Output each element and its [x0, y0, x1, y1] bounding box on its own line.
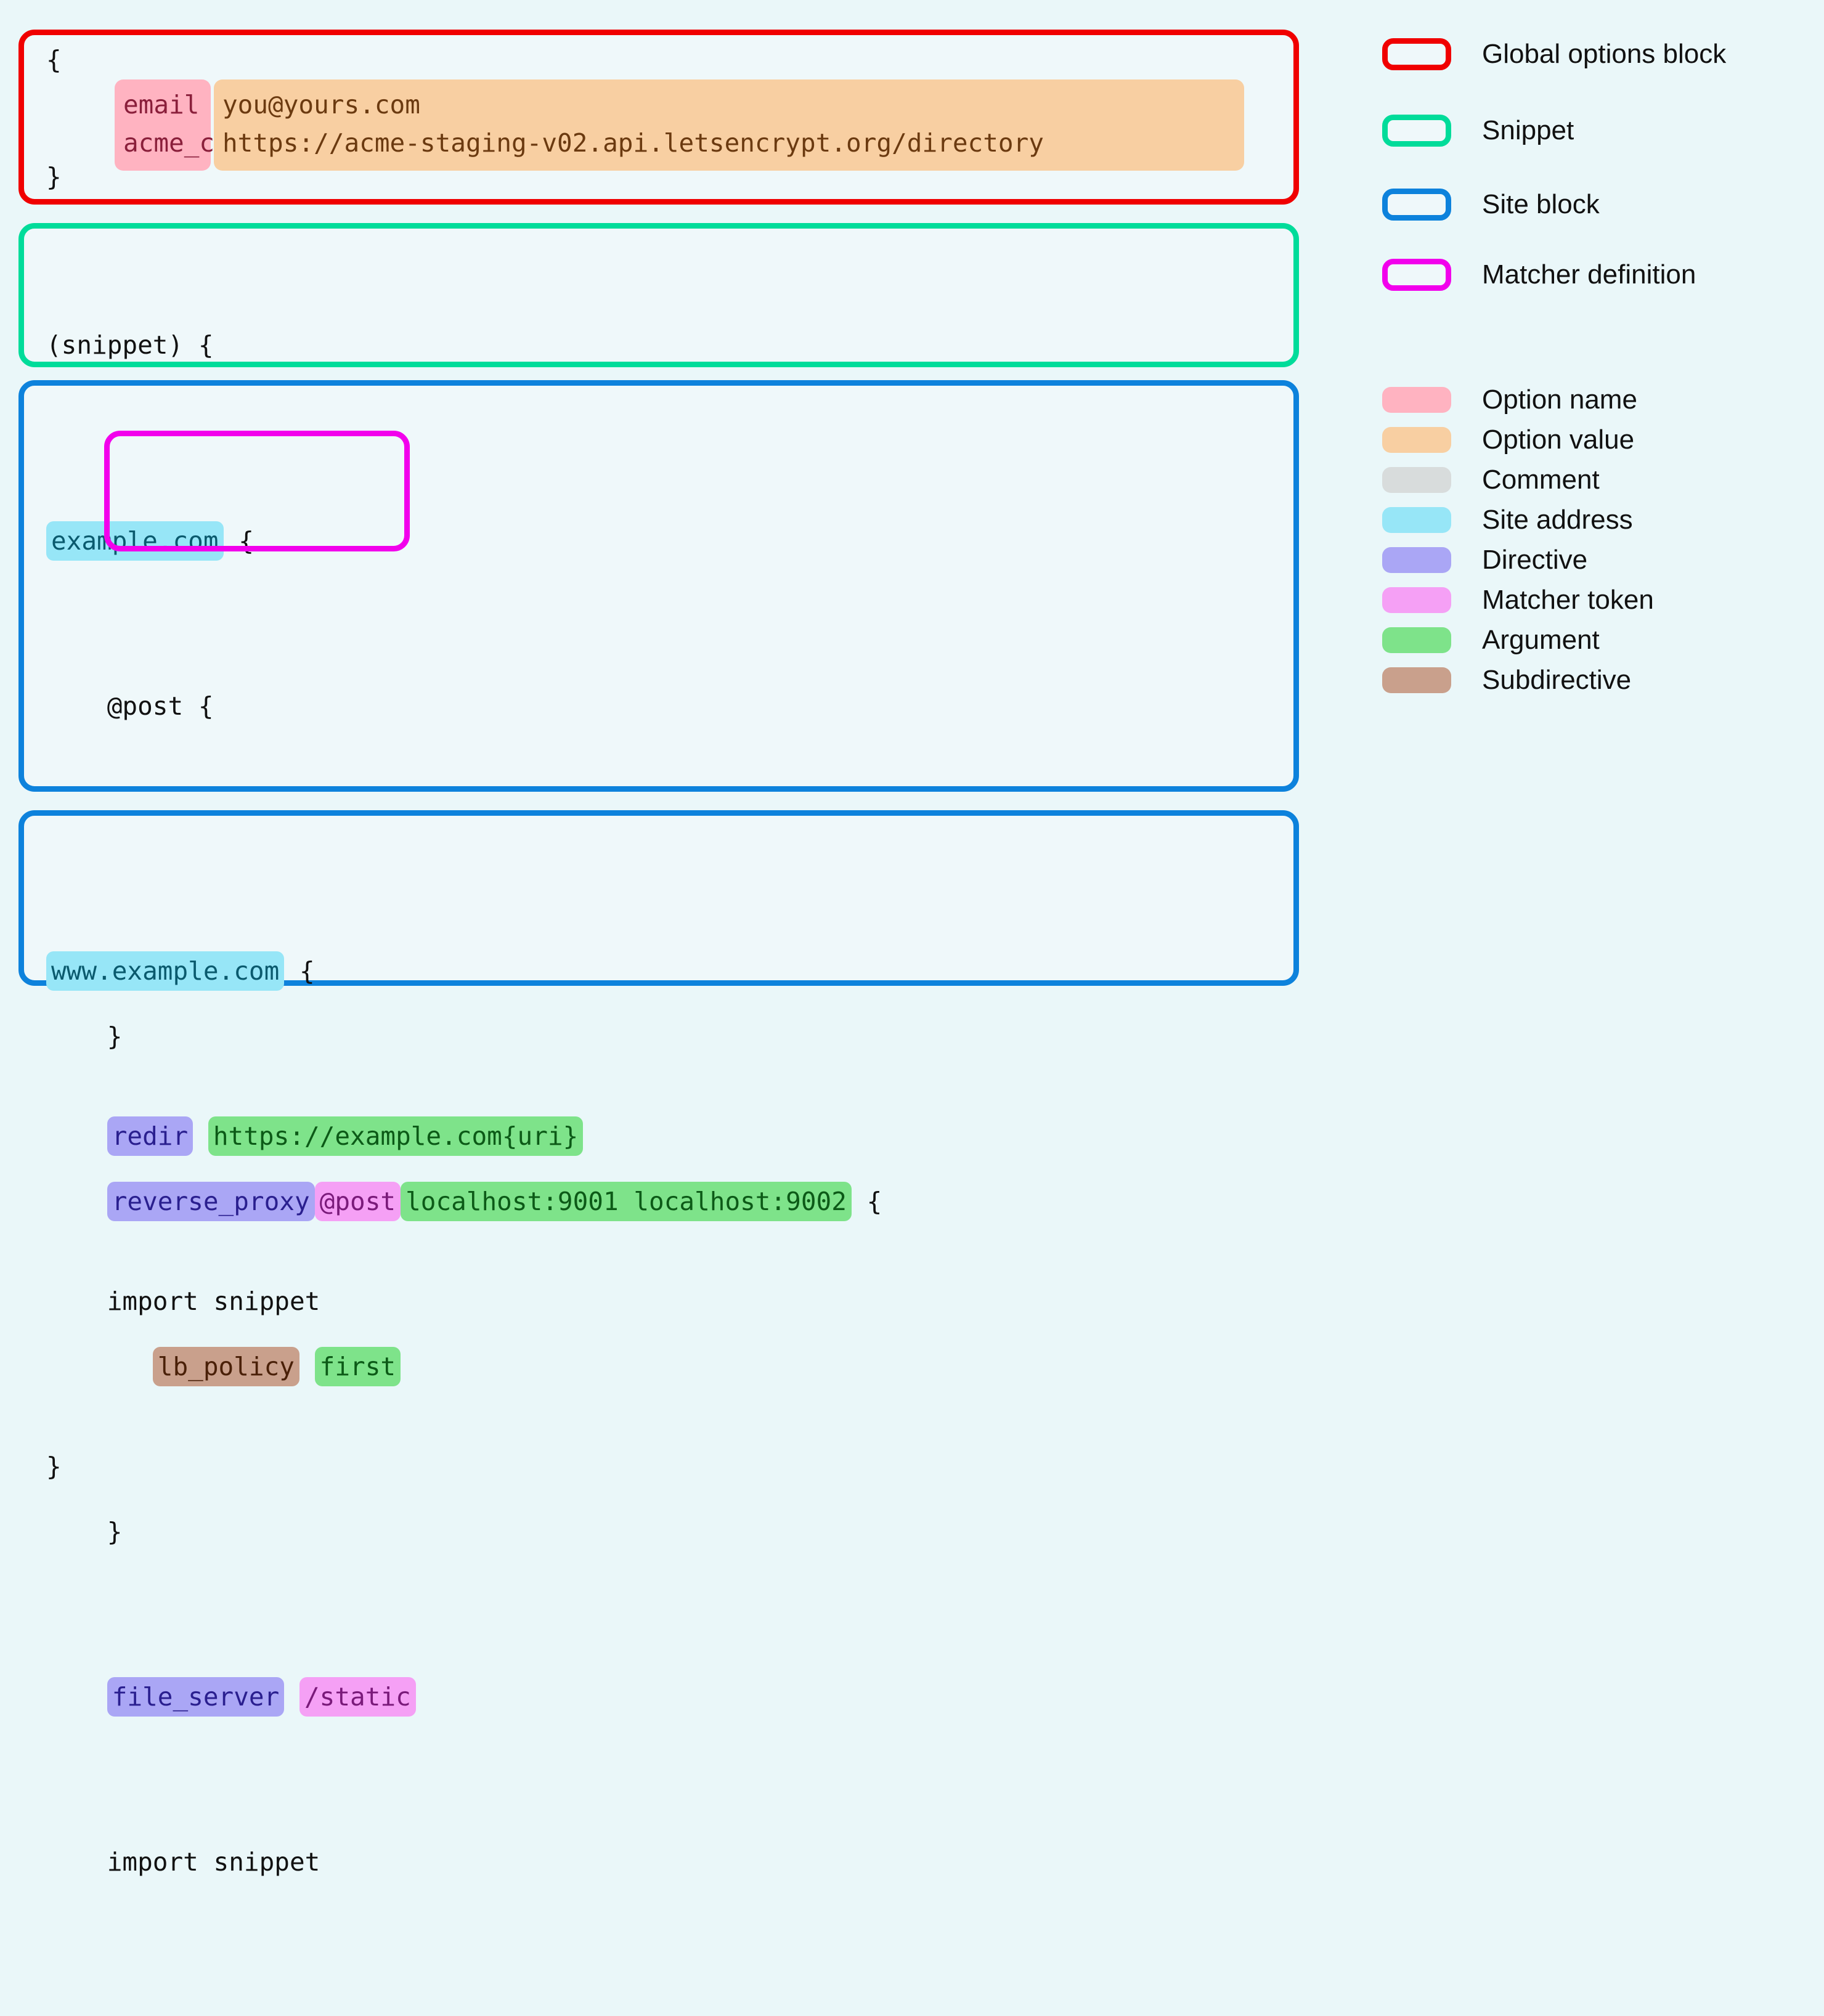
legend-row-snippet: Snippet [1382, 115, 1574, 147]
matcher-header: @post { [107, 691, 214, 721]
option-value-group: you@yours.com https://acme-staging-v02.a… [214, 79, 1244, 171]
legend-row-directive: Directive [1382, 545, 1587, 575]
site-close-brace-2: } [46, 1452, 62, 1481]
legend-label-comment: Comment [1482, 465, 1600, 495]
legend-label-argument: Argument [1482, 625, 1600, 655]
snippet-header: (snippet) { [46, 330, 214, 360]
global-options-block: { email acme_ca you@yours.com https://ac… [18, 30, 1299, 205]
matcher-definition-block [104, 431, 410, 551]
option-value-email: you@yours.com [222, 90, 420, 120]
site-block-www-example-com: www.example.com { redir https://example.… [18, 810, 1299, 1481]
legend-swatch-comment-icon [1382, 467, 1451, 493]
legend-outline-red-icon [1382, 38, 1451, 70]
legend-outline-green-icon [1382, 115, 1451, 147]
legend-swatch-argument-icon [1382, 627, 1451, 653]
legend-label-matcher-definition: Matcher definition [1482, 259, 1696, 290]
legend-row-matcher-token: Matcher token [1382, 585, 1654, 616]
legend-outline-magenta-icon [1382, 259, 1451, 291]
legend-swatch-site-address-icon [1382, 507, 1451, 533]
legend-row-option-name: Option name [1382, 384, 1637, 415]
option-name-acme-ca: acme_ca [123, 128, 230, 158]
site-address-line-2: www.example.com { [46, 951, 583, 992]
site-address-token-2: www.example.com [46, 951, 285, 991]
site-block-example-com: example.com { @post { method POST } reve… [18, 380, 1299, 2016]
legend-row-subdirective: Subdirective [1382, 665, 1631, 696]
global-open-brace: { [46, 45, 62, 75]
reverse-proxy-open-brace: { [866, 1187, 882, 1216]
legend-label-matcher-token: Matcher token [1482, 585, 1654, 615]
legend-row-comment: Comment [1382, 465, 1600, 495]
legend-label-option-value: Option value [1482, 425, 1635, 455]
redir-line: redir https://example.com{uri} [46, 1116, 584, 1157]
site-close-line-2: } [46, 1446, 583, 1487]
code-column: { email acme_ca you@yours.com https://ac… [0, 0, 1350, 2016]
directive-redir: redir [107, 1116, 193, 1156]
site-close-brace-1: } [46, 2012, 62, 2016]
matcher-header-line: @post { [46, 686, 882, 727]
import-line-1: import snippet [46, 1842, 882, 1883]
legend-label-site-address: Site address [1482, 505, 1633, 535]
option-value-acme-ca: https://acme-staging-v02.api.letsencrypt… [222, 128, 1044, 158]
legend-swatch-directive-icon [1382, 547, 1451, 573]
legend-swatch-subdirective-icon [1382, 667, 1451, 693]
site-block-2-code: www.example.com { redir https://example.… [46, 827, 584, 1570]
legend-label-option-name: Option name [1482, 384, 1637, 415]
snippet-block: (snippet) { # this is a reusable snippet… [18, 223, 1299, 608]
legend-label-directive: Directive [1482, 545, 1588, 575]
legend-swatch-matcher-token-icon [1382, 587, 1451, 613]
legend-outline-blue-icon [1382, 189, 1451, 221]
legend-label-subdirective: Subdirective [1482, 665, 1632, 695]
directive-file-server: file_server [107, 1677, 285, 1717]
legend-row-site-block: Site block [1382, 189, 1600, 221]
global-close-brace: } [46, 162, 62, 192]
import-line-2: import snippet [46, 1281, 583, 1322]
option-name-group: email acme_ca [115, 79, 230, 171]
site-open-brace-2: { [299, 956, 315, 986]
legend-label-global-options-block: Global options block [1482, 39, 1727, 69]
snippet-header-line: (snippet) { [46, 325, 543, 366]
file-server-line: file_server /static [46, 1677, 882, 1718]
legend-row-site-address: Site address [1382, 505, 1633, 535]
argument-redir-target: https://example.com{uri} [208, 1116, 584, 1156]
legend-label-snippet: Snippet [1482, 115, 1574, 145]
legend-swatch-option-name-icon [1382, 387, 1451, 413]
legend-row-global-options-block: Global options block [1382, 38, 1726, 70]
legend-row-option-value: Option value [1382, 425, 1634, 455]
import-snippet-1: import snippet [107, 1847, 320, 1877]
legend-row-argument: Argument [1382, 625, 1600, 656]
import-snippet-2: import snippet [107, 1286, 320, 1316]
site-close-line-1: } [46, 2007, 882, 2016]
matcher-token-static: /static [299, 1677, 416, 1717]
legend-row-matcher-definition: Matcher definition [1382, 259, 1696, 291]
option-name-email: email [123, 90, 200, 120]
legend: Global options block Snippet Site block … [1350, 0, 1824, 1008]
legend-label-site-block: Site block [1482, 189, 1600, 219]
legend-swatch-option-value-icon [1382, 427, 1451, 453]
